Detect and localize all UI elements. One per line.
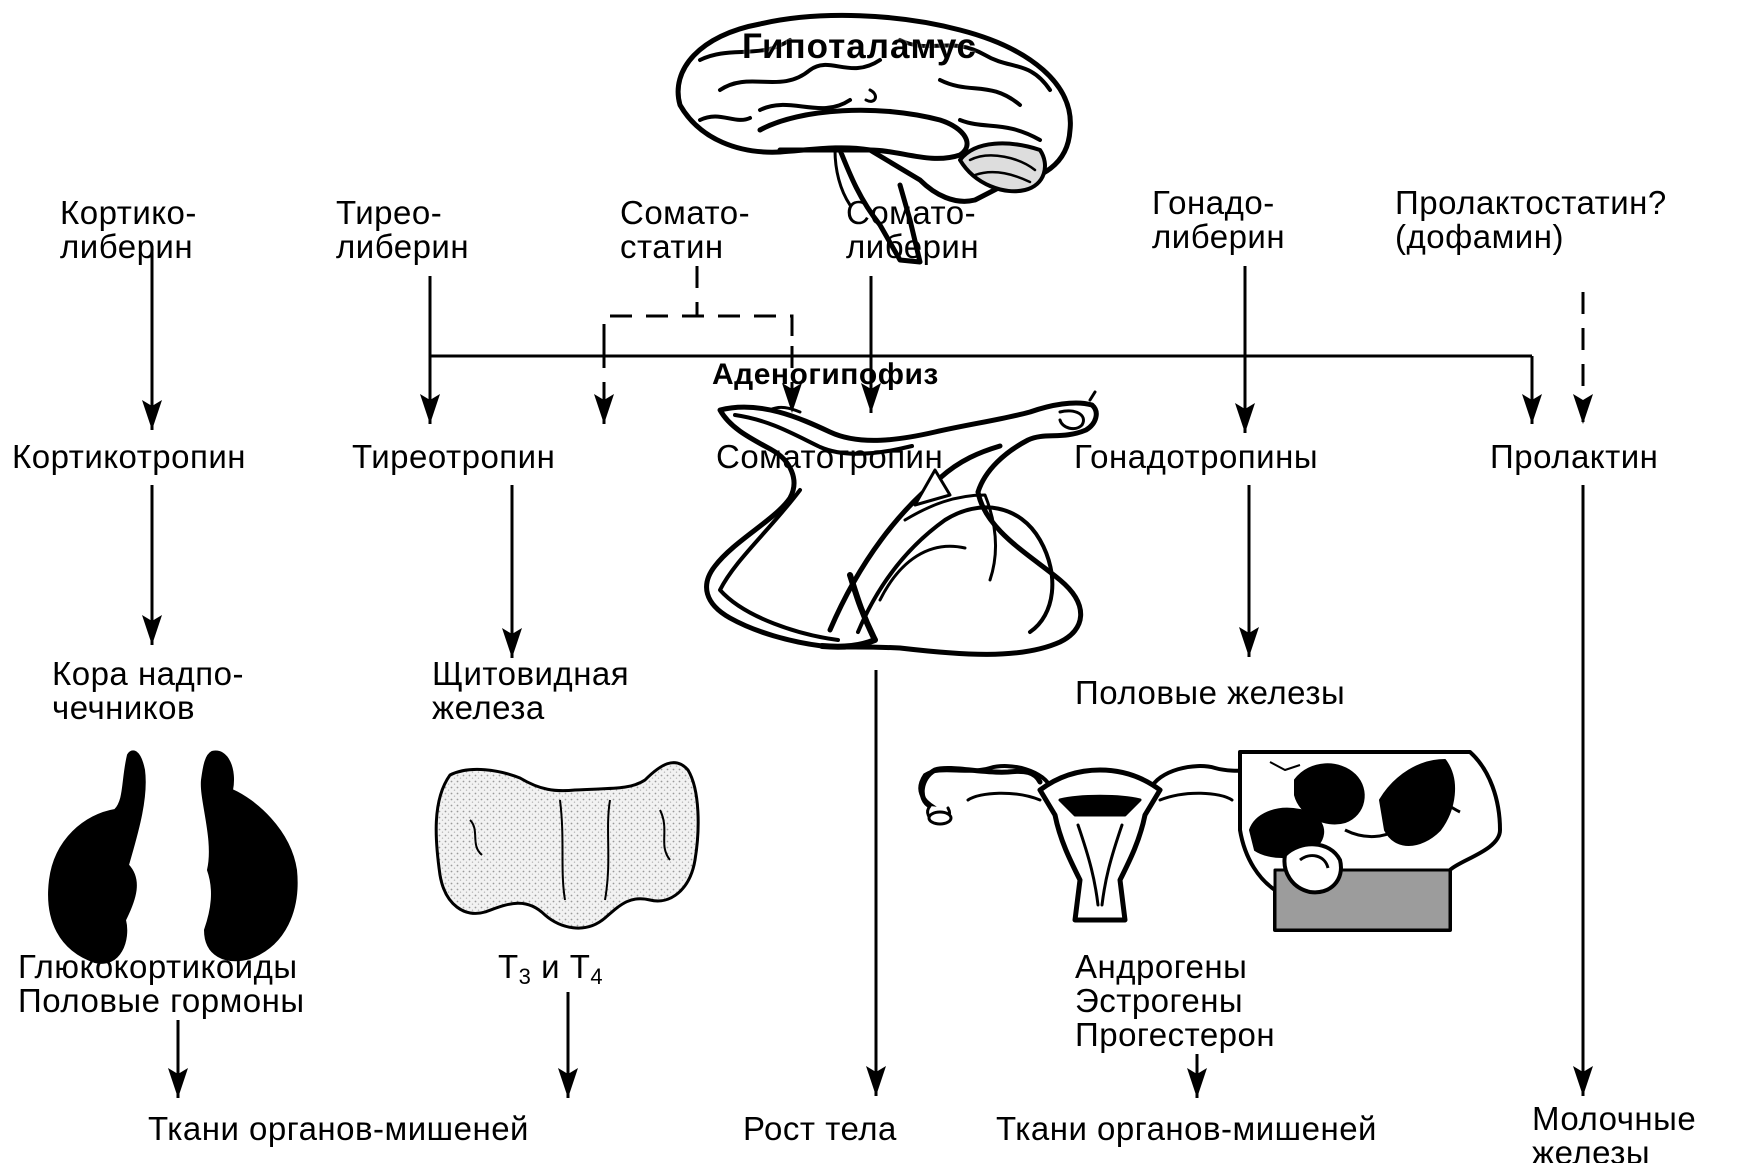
label-adrenal-hormones: Глюкокортикоиды Половые гормоны bbox=[18, 950, 305, 1018]
label-adrenal-cortex: Кора надпо- чечников bbox=[52, 657, 244, 725]
label-mammary-glands: Молочные железы bbox=[1532, 1102, 1696, 1163]
label-thyroid-hormones: Т3 и Т4 bbox=[498, 950, 603, 994]
adenohypophysis-title: Аденогипофиз bbox=[712, 358, 939, 392]
label-prolactin: Пролактин bbox=[1490, 440, 1658, 474]
label-body-growth: Рост тела bbox=[743, 1112, 897, 1146]
t3-t4-and: и bbox=[531, 948, 569, 985]
t3-letter: Т bbox=[498, 948, 519, 985]
dashed-inhibition bbox=[604, 266, 1583, 424]
label-corticotropin: Кортикотропин bbox=[12, 440, 246, 474]
label-gonads: Половые железы bbox=[1075, 676, 1345, 710]
label-target-tissues-right: Ткани органов-мишеней bbox=[996, 1112, 1377, 1146]
t3-subscript: 3 bbox=[519, 964, 532, 989]
label-thyreotropin: Тиреотропин bbox=[352, 440, 555, 474]
label-thyreoliberin: Тирео- либерин bbox=[336, 196, 469, 264]
label-somatoliberin: Сомато- либерин bbox=[846, 196, 979, 264]
t4-letter: Т bbox=[570, 948, 591, 985]
label-thyroid-gland: Щитовидная железа bbox=[432, 657, 629, 725]
label-somatotropin: Соматотропин bbox=[716, 440, 943, 474]
somatostatin-bracket bbox=[604, 316, 792, 346]
adrenal-right bbox=[202, 752, 297, 961]
label-prolactostatin: Пролактостатин? (дофамин) bbox=[1395, 186, 1667, 254]
label-corticoliberin: Кортико- либерин bbox=[60, 196, 197, 264]
thyroid-illustration bbox=[436, 763, 698, 928]
adrenal-left bbox=[49, 751, 145, 962]
adrenal-glands-illustration bbox=[49, 751, 297, 962]
label-somatostatin: Сомато- статин bbox=[620, 196, 750, 264]
label-gonadoliberin: Гонадо- либерин bbox=[1152, 186, 1285, 254]
hypothalamus-title: Гипоталамус bbox=[742, 30, 977, 64]
uterus-illustration bbox=[920, 766, 1284, 920]
male-pelvis-illustration bbox=[1240, 752, 1500, 930]
label-gonadal-hormones: Андрогены Эстрогены Прогестерон bbox=[1075, 950, 1275, 1052]
t4-subscript: 4 bbox=[590, 964, 603, 989]
label-target-tissues-left: Ткани органов-мишеней bbox=[148, 1112, 529, 1146]
pituitary-illustration bbox=[707, 392, 1097, 654]
label-gonadotropins: Гонадотропины bbox=[1074, 440, 1318, 474]
